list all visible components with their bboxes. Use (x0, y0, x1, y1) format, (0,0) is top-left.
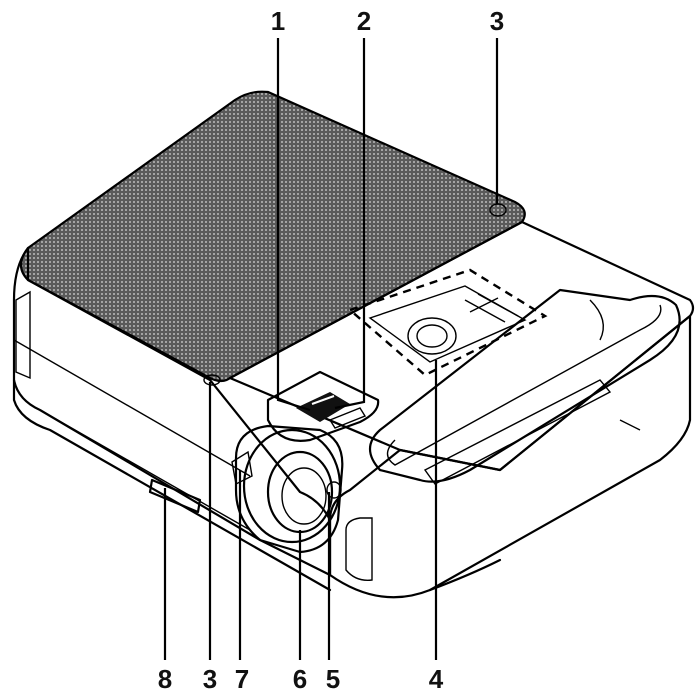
handle-vent (423, 379, 612, 485)
callout-5: 5 (326, 664, 340, 694)
lens-cap-tab (231, 450, 253, 486)
left-side-vent (15, 290, 31, 380)
lens-inner (281, 467, 327, 525)
front-ir-receiver (326, 481, 342, 499)
callout-4: 4 (429, 664, 444, 694)
left-side-face (12, 246, 332, 577)
callout-1: 1 (271, 6, 285, 36)
front-face (328, 314, 692, 599)
callout-6: 6 (293, 664, 307, 694)
ir-receiver-front (203, 374, 221, 386)
callout-8: 8 (158, 664, 172, 694)
focus-wheel (296, 392, 350, 422)
keypad-center-button (407, 317, 457, 355)
keypad-plate (368, 285, 527, 363)
focus-recess (266, 370, 380, 442)
callout-3-bottom: 3 (203, 664, 217, 694)
callout-3-top: 3 (490, 6, 504, 36)
handle-recess (368, 288, 681, 483)
top-grille (19, 90, 526, 383)
front-vent (345, 517, 373, 581)
lens-housing (234, 424, 344, 554)
keypad-dashed-box (347, 268, 548, 377)
callout-2: 2 (357, 6, 371, 36)
callout-7: 7 (235, 664, 249, 694)
keypad-ring (416, 324, 448, 348)
lens-ring (242, 428, 342, 544)
security-slot (148, 478, 202, 514)
zoom-lever (328, 407, 367, 429)
leader-lines (163, 38, 499, 660)
